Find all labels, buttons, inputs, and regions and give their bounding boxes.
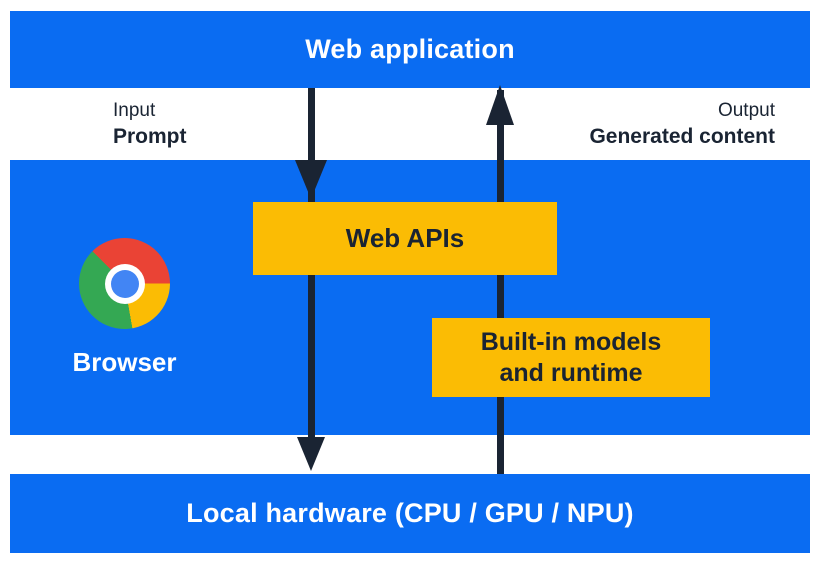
generated-content-label: Generated content xyxy=(589,125,775,148)
web-apis-box: Web APIs xyxy=(253,202,557,275)
local-hardware-label: Local hardware (CPU / GPU / NPU) xyxy=(186,498,634,528)
builtin-models-box: Built-in models and runtime xyxy=(432,318,710,397)
web-application-bar: Web application xyxy=(10,11,810,88)
chrome-logo-white-ring xyxy=(104,263,145,304)
output-label-group: Output Generated content xyxy=(589,99,775,150)
chrome-logo-blue-center xyxy=(110,269,139,298)
output-label: Output xyxy=(717,100,775,121)
input-label: Input xyxy=(113,100,156,121)
web-application-label: Web application xyxy=(305,34,515,64)
chrome-logo-icon xyxy=(79,238,170,329)
browser-label: Browser xyxy=(72,347,177,377)
builtin-models-label: Built-in models and runtime xyxy=(481,327,662,389)
prompt-label: Prompt xyxy=(113,125,187,148)
up-arrowhead-into-web-application xyxy=(486,85,514,125)
builtin-models-line2: and runtime xyxy=(499,358,643,387)
web-apis-label: Web APIs xyxy=(345,223,465,253)
down-arrowhead-into-local-hardware xyxy=(297,437,325,471)
local-hardware-bar: Local hardware (CPU / GPU / NPU) xyxy=(10,474,810,553)
generated-content-flow-arrow xyxy=(497,90,504,474)
input-label-group: Input Prompt xyxy=(113,99,187,150)
builtin-models-line1: Built-in models xyxy=(480,327,662,356)
down-arrowhead-into-web-apis xyxy=(295,160,327,199)
